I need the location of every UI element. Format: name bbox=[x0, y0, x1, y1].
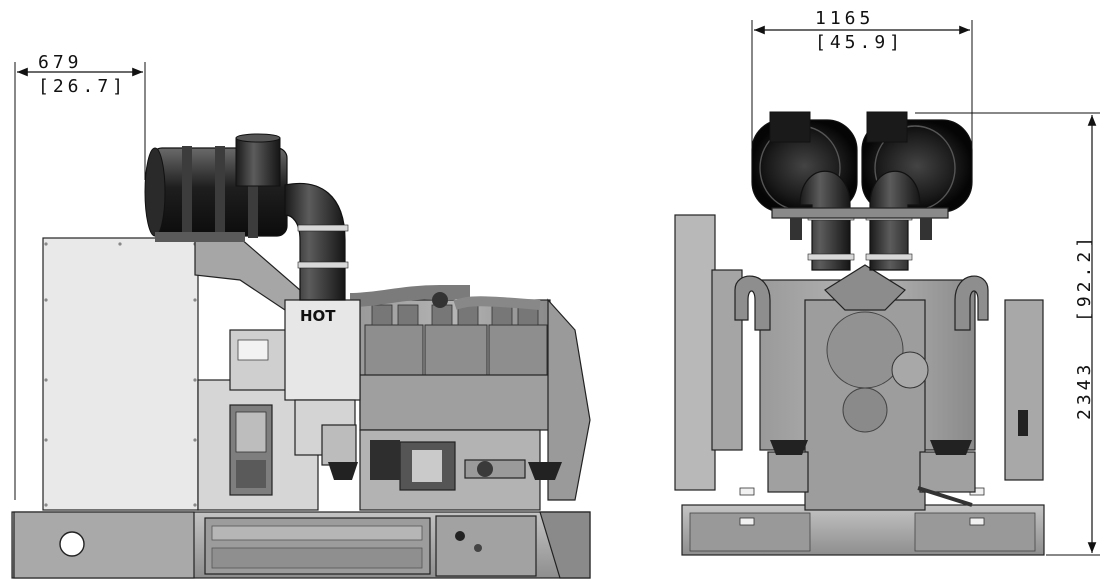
end-width-in-label: [45.9] bbox=[815, 32, 904, 53]
side-width-in-label: [26.7] bbox=[38, 76, 127, 97]
base-hole bbox=[59, 531, 85, 557]
end-width-mm-label: 1165 bbox=[815, 8, 874, 29]
hot-label: HOT bbox=[300, 307, 336, 325]
side-width-mm-label: 679 bbox=[38, 52, 83, 73]
dimension-end-width: 1165 [45.9] bbox=[751, 8, 973, 160]
end-height-in-label: [92.2] bbox=[1074, 233, 1095, 322]
dimension-end-height: 2343 [92.2] bbox=[915, 112, 1100, 556]
side-view: HOT bbox=[11, 133, 591, 579]
control-enclosure bbox=[42, 237, 199, 511]
dimension-side-width: 679 [26.7] bbox=[14, 52, 146, 500]
end-height-mm-label: 2343 bbox=[1074, 361, 1095, 420]
end-view bbox=[674, 111, 1045, 556]
intake-elbow-side bbox=[284, 182, 346, 301]
